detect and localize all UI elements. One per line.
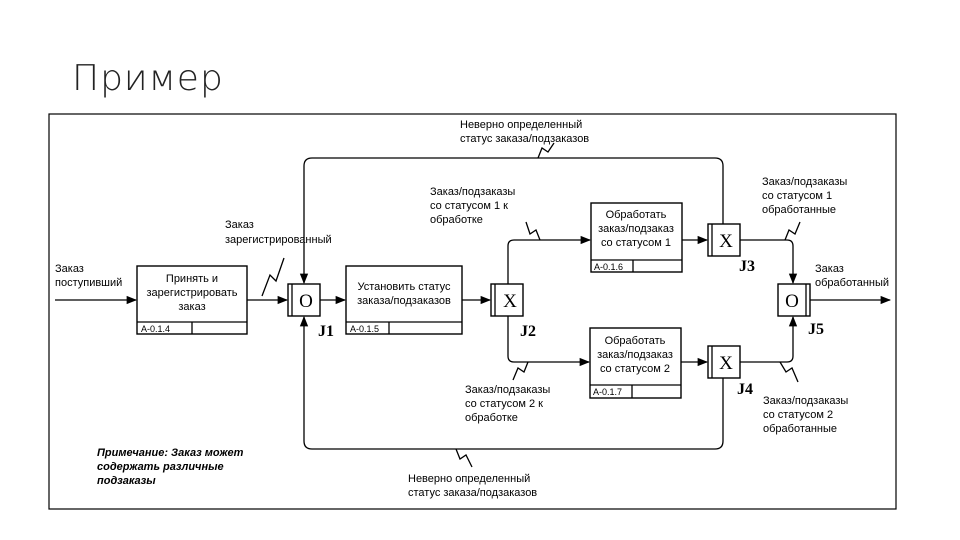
diagram-note: Примечание: Заказ может содержать различ… bbox=[97, 447, 244, 487]
activity-label-line: заказ/подзаказ bbox=[597, 349, 673, 361]
leader-status2-done bbox=[779, 361, 799, 383]
activity-label-line: Обработать bbox=[605, 335, 666, 347]
arrow-wrong-bottom bbox=[299, 315, 724, 450]
leader-registered bbox=[261, 257, 285, 297]
activity-ref: A-0.1.7 bbox=[593, 387, 622, 397]
arrow-label-line: обработанные bbox=[762, 204, 836, 216]
junction-name: J3 bbox=[739, 258, 755, 275]
junction-name: J1 bbox=[318, 323, 334, 340]
arrow-wrong-top bbox=[299, 157, 724, 285]
arrow-label-line: Заказ/подзаказы bbox=[430, 186, 515, 198]
label-registered: Заказ зарегистрированный bbox=[225, 219, 332, 246]
leader-status1-done bbox=[784, 221, 801, 241]
arrow-label-line: Заказ bbox=[225, 219, 254, 231]
arrow-label-line: статус заказа/подзаказов bbox=[408, 487, 537, 499]
activity-a014: Принять и зарегистрировать заказ A-0.1.4 bbox=[136, 265, 248, 335]
arrow-label-line: со статусом 2 к bbox=[465, 398, 543, 410]
activity-ref: A-0.1.4 bbox=[141, 324, 170, 334]
arrow-label-line: обработанные bbox=[763, 423, 837, 435]
activity-ref: A-0.1.6 bbox=[594, 262, 623, 272]
activity-a016: Обработать заказ/подзаказ со статусом 1 … bbox=[590, 202, 683, 273]
arrow-label-line: обработанный bbox=[815, 277, 889, 289]
junction-symbol: X bbox=[719, 231, 733, 252]
activity-a017: Обработать заказ/подзаказ со статусом 2 … bbox=[589, 327, 682, 399]
arrow-label-line: Неверно определенный bbox=[408, 473, 530, 485]
activity-label-line: со статусом 1 bbox=[601, 237, 671, 249]
junction-symbol: X bbox=[719, 353, 733, 374]
junction-name: J2 bbox=[520, 323, 536, 340]
arrow-label-line: Заказ/подзаказы bbox=[762, 176, 847, 188]
arrow-label-line: поступивший bbox=[55, 277, 122, 289]
activity-a015: Установить статус заказа/подзаказов A-0.… bbox=[345, 265, 463, 335]
leader-wrong-bottom bbox=[455, 448, 473, 468]
label-input: Заказ поступивший bbox=[55, 263, 122, 289]
activity-label-line: зарегистрировать bbox=[147, 287, 238, 299]
activity-label-line: Установить статус bbox=[357, 281, 451, 293]
arrow-status1-done bbox=[740, 239, 798, 285]
junction-symbol: O bbox=[299, 291, 313, 312]
junction-j2: X J2 bbox=[490, 283, 536, 340]
label-status1-todo: Заказ/подзаказы со статусом 1 к обработк… bbox=[430, 186, 515, 226]
arrow-label-line: Заказ/подзаказы bbox=[763, 395, 848, 407]
arrow-label-line: со статусом 1 bbox=[762, 190, 832, 202]
arrow-label-line: Заказ/подзаказы bbox=[465, 384, 550, 396]
activity-label-line: заказ bbox=[178, 301, 205, 313]
activity-ref: A-0.1.5 bbox=[350, 324, 379, 334]
arrow-label-line: со статусом 1 к bbox=[430, 200, 508, 212]
label-status1-done: Заказ/подзаказы со статусом 1 обработанн… bbox=[762, 176, 847, 216]
label-wrong-bottom: Неверно определенный статус заказа/подза… bbox=[408, 473, 537, 499]
junction-j4: X J4 bbox=[707, 345, 753, 398]
arrow-label-line: Неверно определенный bbox=[460, 119, 582, 131]
junction-name: J4 bbox=[737, 381, 753, 398]
label-status2-done: Заказ/подзаказы со статусом 2 обработанн… bbox=[763, 395, 848, 435]
arrow-label-line: статус заказа/подзаказов bbox=[460, 133, 589, 145]
note-line: Примечание: Заказ может bbox=[97, 447, 244, 459]
junction-j1: O J1 bbox=[287, 283, 334, 340]
arrow-status2-done bbox=[740, 315, 798, 363]
arrow-status2-todo bbox=[507, 300, 591, 367]
arrow-status1-todo bbox=[507, 235, 592, 301]
arrow-label-line: обработке bbox=[465, 412, 518, 424]
leader-wrong-top bbox=[537, 142, 555, 159]
junction-symbol: X bbox=[503, 291, 517, 312]
note-line: содержать различные bbox=[97, 461, 224, 473]
label-output: Заказ обработанный bbox=[815, 263, 889, 289]
leader-status1-todo bbox=[525, 221, 541, 241]
note-line: подзаказы bbox=[97, 475, 156, 487]
junction-j3: X J3 bbox=[707, 223, 755, 275]
diagram-frame bbox=[48, 113, 897, 510]
junction-symbol: O bbox=[785, 291, 799, 312]
label-wrong-top: Неверно определенный статус заказа/подза… bbox=[460, 119, 589, 145]
activity-label-line: Обработать bbox=[606, 209, 667, 221]
label-status2-todo: Заказ/подзаказы со статусом 2 к обработк… bbox=[465, 384, 550, 424]
arrow-label-line: Заказ bbox=[815, 263, 844, 275]
arrow-label-line: зарегистрированный bbox=[225, 234, 332, 246]
activity-label-line: заказа/подзаказов bbox=[357, 295, 451, 307]
activity-label-line: Принять и bbox=[166, 273, 218, 285]
junction-j5: O J5 bbox=[777, 283, 824, 338]
arrow-label-line: со статусом 2 bbox=[763, 409, 833, 421]
arrow-label-line: обработке bbox=[430, 214, 483, 226]
arrow-label-line: Заказ bbox=[55, 263, 84, 275]
slide-title: Пример bbox=[72, 58, 224, 99]
junction-name: J5 bbox=[808, 321, 824, 338]
activity-label-line: со статусом 2 bbox=[600, 363, 670, 375]
leader-status2-todo bbox=[512, 361, 529, 381]
flow-lines bbox=[55, 142, 892, 468]
activity-label-line: заказ/подзаказ bbox=[598, 223, 674, 235]
